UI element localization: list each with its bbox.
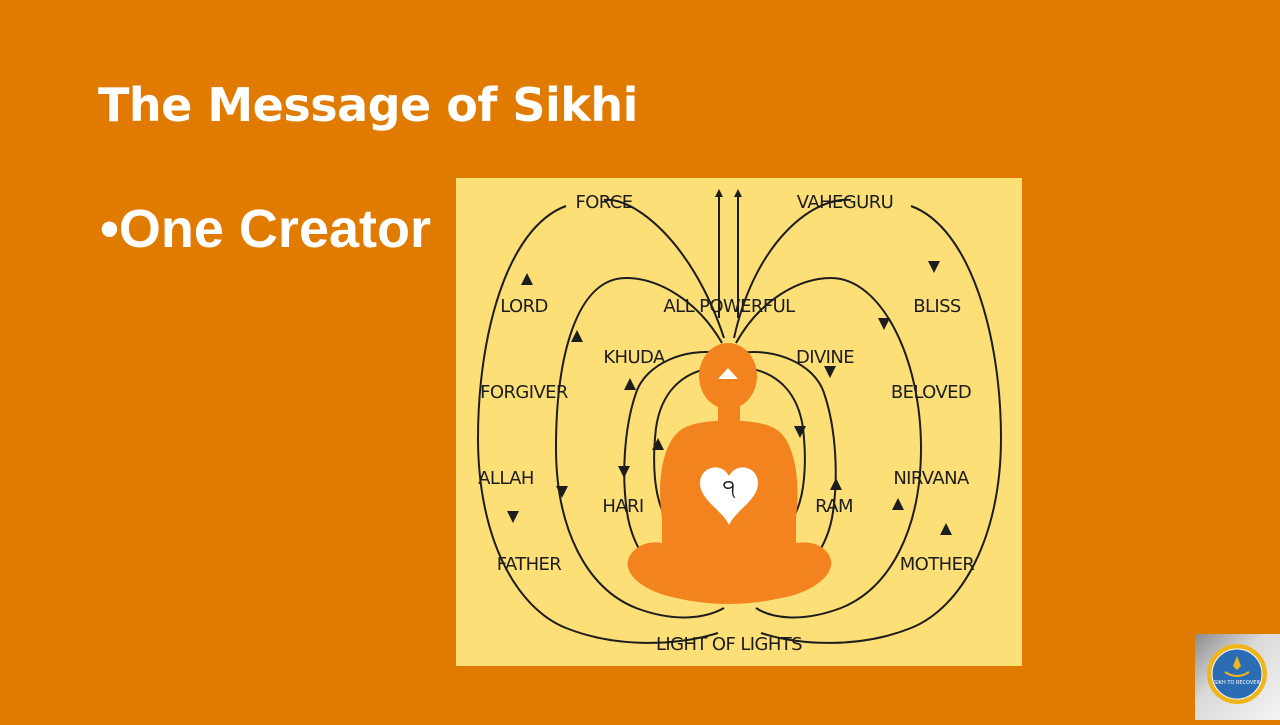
middle-loop-right	[735, 276, 923, 619]
outer-loop-left	[476, 205, 719, 644]
label-khuda: KHUDA	[603, 347, 666, 368]
label-force: FORCE	[575, 192, 632, 213]
arrowhead	[940, 523, 952, 535]
outer-line-top-right	[733, 198, 852, 339]
label-vaheguru: VAHEGURU	[797, 192, 893, 213]
arrowhead	[624, 378, 636, 390]
label-nirvana: NIRVANA	[893, 468, 970, 489]
sikh-to-recover-logo: SIKH TO RECOVER	[1195, 634, 1280, 720]
label-allah: ALLAH	[478, 468, 534, 489]
arrowhead	[507, 511, 519, 523]
arrowhead	[652, 438, 664, 450]
logo-text: SIKH TO RECOVER	[1214, 680, 1260, 686]
outer-loop-right	[760, 205, 1003, 644]
ik-onkar-glyph: ੧	[722, 474, 735, 502]
figure-forehead-mark	[718, 368, 738, 379]
label-light-of-lights: LIGHT OF LIGHTS	[656, 634, 802, 655]
label-all-powerful: ALL POWERFUL	[663, 296, 795, 317]
arrowhead	[892, 498, 904, 510]
khanda-icon	[1233, 656, 1241, 670]
arrowhead	[618, 466, 630, 478]
bullet-item: •One Creator	[100, 198, 431, 260]
outer-line-top-left	[603, 198, 725, 339]
middle-loop-left	[554, 276, 725, 619]
logo-arc	[1224, 671, 1250, 677]
label-forgiver: FORGIVER	[480, 382, 568, 403]
diagram-svg: ੧ FORCE VAHEGURU LORD ALL POWERFUL BLISS…	[476, 189, 1003, 655]
label-hari: HARI	[602, 496, 643, 517]
logo-svg: SIKH TO RECOVER	[1207, 644, 1267, 704]
arrowhead	[878, 318, 890, 330]
logo-inner-border	[1211, 648, 1263, 700]
slide-title: The Message of Sikhi	[98, 78, 638, 132]
arrowhead	[556, 486, 568, 498]
label-divine: DIVINE	[796, 347, 854, 368]
figure-neck	[718, 403, 740, 425]
arrowhead	[928, 261, 940, 273]
arrowhead	[794, 426, 806, 438]
label-father: FATHER	[497, 554, 562, 575]
diagram-labels: FORCE VAHEGURU LORD ALL POWERFUL BLISS K…	[478, 192, 975, 655]
logo-inner-circle	[1212, 649, 1262, 699]
one-creator-diagram: ੧ FORCE VAHEGURU LORD ALL POWERFUL BLISS…	[456, 178, 1022, 666]
label-lord: LORD	[500, 296, 548, 317]
label-ram: RAM	[815, 496, 853, 517]
label-bliss: BLISS	[913, 296, 961, 317]
heart-icon	[700, 467, 758, 525]
arrowhead	[521, 273, 533, 285]
bullet-marker: •	[100, 199, 119, 259]
innermost-loop-left	[653, 367, 712, 519]
arrowhead	[824, 366, 836, 378]
bullet-text: One Creator	[118, 199, 431, 259]
arrowhead	[830, 478, 842, 490]
loop-arrowheads	[507, 261, 952, 535]
label-mother: MOTHER	[900, 554, 975, 575]
label-beloved: BELOVED	[891, 382, 971, 403]
arrowhead	[571, 330, 583, 342]
